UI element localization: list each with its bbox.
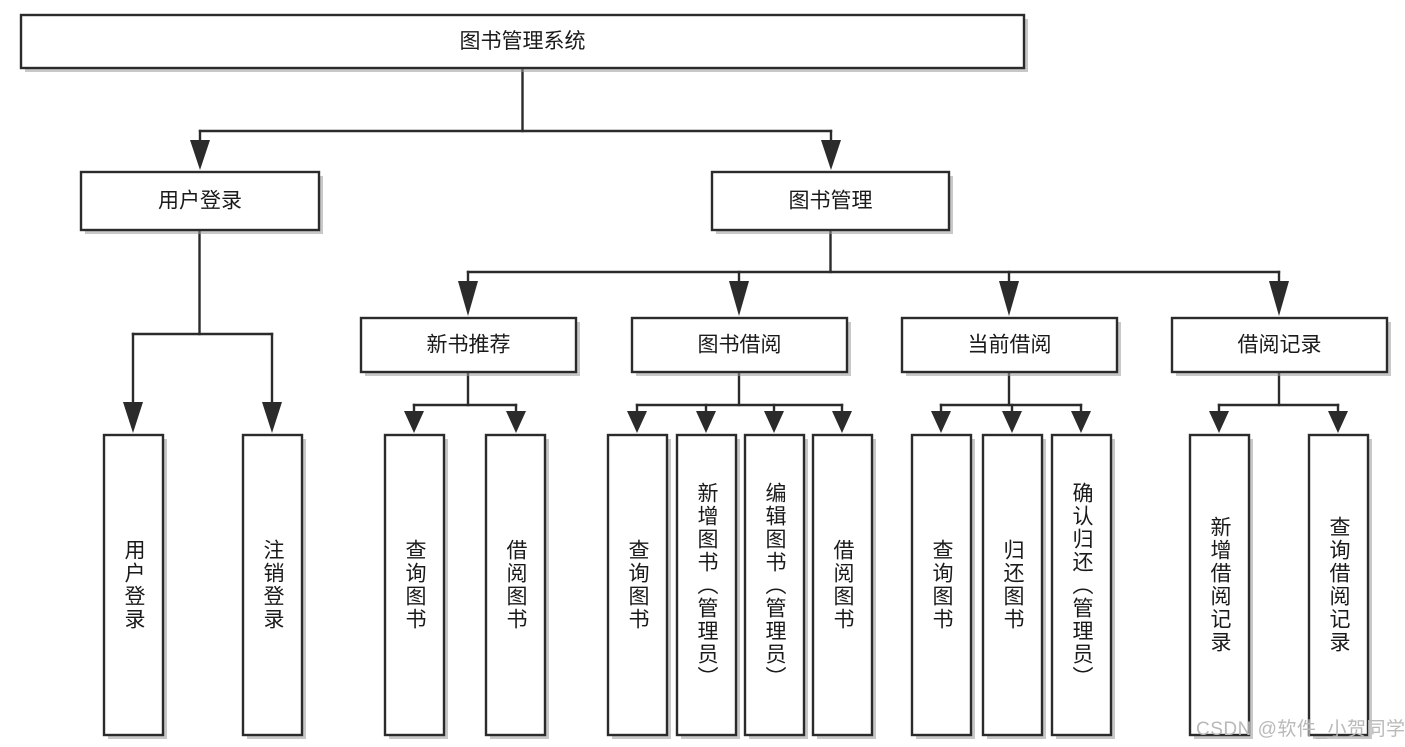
arrow-head-leaf-edit-book-admin [764, 411, 784, 433]
node-book-borrow-box[interactable] [630, 316, 849, 374]
leaf-node-boxes [102, 433, 1372, 739]
node-leaf-add-book-admin-box[interactable] [675, 433, 738, 737]
arrow-head-user-login [190, 140, 210, 170]
node-leaf-query-book-3-box[interactable] [910, 433, 973, 737]
node-user-login-label: 用户登录 [158, 190, 242, 213]
node-leaf-borrow-book-1-box[interactable] [484, 433, 547, 737]
node-new-book-recommend-label: 新书推荐 [427, 334, 511, 357]
connector-layer [123, 66, 1348, 433]
node-leaf-borrow-book-2-box[interactable] [811, 433, 874, 737]
arrow-head-leaf-query-book-1 [404, 411, 424, 433]
arrow-head-leaf-query-book-3 [931, 411, 951, 433]
node-current-borrow-label: 当前借阅 [968, 334, 1052, 357]
node-user-login-box[interactable] [79, 170, 321, 232]
node-leaf-query-book-1-box[interactable] [383, 433, 446, 737]
arrow-head-leaf-borrow-book-1 [506, 411, 526, 433]
node-leaf-query-book-2-box[interactable] [606, 433, 669, 737]
node-layer: 图书管理系统 用户登录 图书管理 新书推荐 图书借阅 当前借阅 借阅记录 [19, 13, 1391, 739]
node-root-box[interactable] [19, 13, 1026, 70]
csdn-watermark: CSDN @软件_小贺同学 [1196, 719, 1405, 740]
arrow-head-leaf-add-borrow-record [1209, 411, 1229, 433]
arrow-head-leaf-query-borrow-record [1328, 411, 1348, 433]
arrow-head-leaf-add-book-admin [696, 411, 716, 433]
node-leaf-confirm-return-admin-box[interactable] [1050, 433, 1113, 737]
arrow-head-leaf-user-login [123, 402, 143, 433]
arrow-head-leaf-query-book-2 [627, 411, 647, 433]
arrow-head-new-book-recommend [458, 281, 478, 316]
arrow-head-book-manage [821, 140, 841, 170]
node-root-label: 图书管理系统 [460, 30, 586, 53]
arrow-head-borrow-record [1269, 281, 1289, 316]
node-leaf-logout-box[interactable] [241, 433, 304, 737]
node-new-book-recommend-box[interactable] [359, 316, 578, 374]
node-leaf-user-login-box[interactable] [102, 433, 165, 737]
arrow-head-book-borrow [729, 281, 749, 316]
node-current-borrow-box[interactable] [900, 316, 1119, 374]
node-book-manage-label: 图书管理 [789, 190, 873, 213]
node-leaf-return-book-box[interactable] [981, 433, 1044, 737]
node-borrow-record-box[interactable] [1170, 316, 1389, 374]
node-leaf-query-borrow-record-box[interactable] [1307, 433, 1370, 737]
arrow-head-leaf-logout [262, 402, 282, 433]
arrow-head-leaf-confirm-return-admin [1071, 411, 1091, 433]
node-book-borrow-label: 图书借阅 [698, 334, 782, 357]
arrow-head-leaf-borrow-book-2 [832, 411, 852, 433]
arrow-head-leaf-return-book [1002, 411, 1022, 433]
node-leaf-edit-book-admin-box[interactable] [743, 433, 806, 737]
node-borrow-record-label: 借阅记录 [1238, 334, 1322, 357]
node-leaf-add-borrow-record-box[interactable] [1188, 433, 1251, 737]
node-book-manage-box[interactable] [710, 170, 951, 232]
arrow-head-current-borrow [999, 281, 1019, 316]
